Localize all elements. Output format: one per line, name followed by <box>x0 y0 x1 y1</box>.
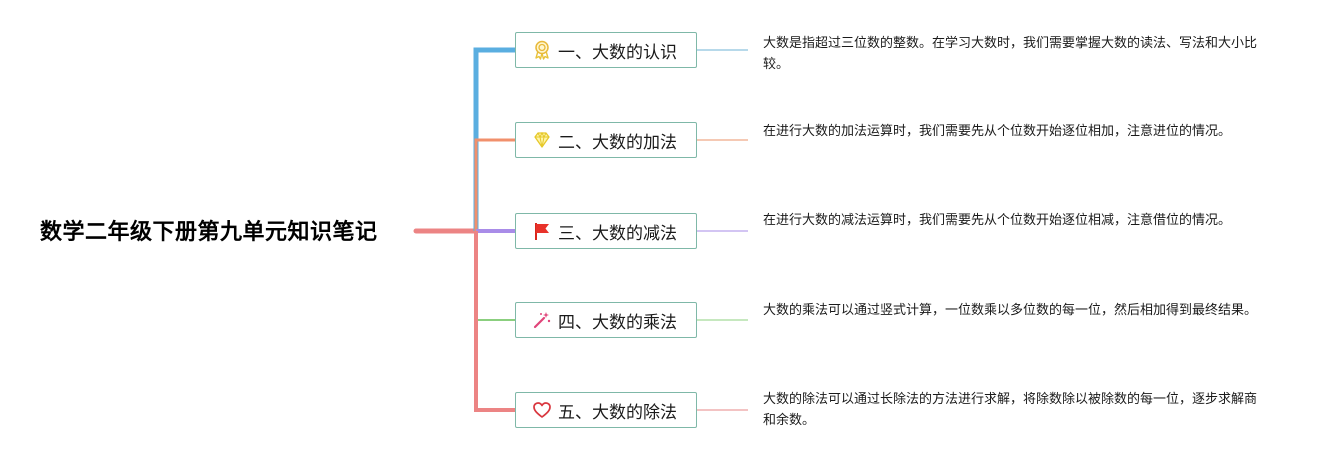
topic-node-2[interactable]: 二、大数的加法 <box>515 122 697 158</box>
topic-label-1: 一、大数的认识 <box>558 42 677 63</box>
topic-node-3[interactable]: 三、大数的减法 <box>515 213 697 249</box>
topic-note-1: 大数是指超过三位数的整数。在学习大数时，我们需要掌握大数的读法、写法和大小比较。 <box>763 36 1258 72</box>
heart-icon <box>532 400 552 420</box>
topic-node-1[interactable]: 一、大数的认识 <box>515 32 697 68</box>
magic-wand-icon <box>532 310 552 330</box>
root-topic-title[interactable]: 数学二年级下册第九单元知识笔记 <box>40 220 378 245</box>
topic-node-4[interactable]: 四、大数的乘法 <box>515 302 697 338</box>
topic-note-2: 在进行大数的加法运算时，我们需要先从个位数开始逐位相加，注意进位的情况。 <box>763 124 1232 139</box>
topic-label-3: 三、大数的减法 <box>558 223 677 244</box>
award-ribbon-icon <box>532 40 552 60</box>
branch-line-2 <box>474 138 515 231</box>
red-flag-icon <box>532 221 552 241</box>
topic-note-3: 在进行大数的减法运算时，我们需要先从个位数开始逐位相减，注意借位的情况。 <box>763 213 1232 228</box>
topic-note-5: 大数的除法可以通过长除法的方法进行求解，将除数除以被除数的每一位，逐步求解商和余… <box>763 392 1258 428</box>
topic-label-2: 二、大数的加法 <box>558 132 677 153</box>
branch-line-5 <box>474 231 515 412</box>
topic-note-4: 大数的乘法可以通过竖式计算，一位数乘以多位数的每一位，然后相加得到最终结果。 <box>763 303 1258 318</box>
topic-node-5[interactable]: 五、大数的除法 <box>515 392 697 428</box>
diamond-icon <box>532 130 552 150</box>
topic-label-4: 四、大数的乘法 <box>558 312 677 333</box>
branch-line-4 <box>475 231 515 321</box>
topic-label-5: 五、大数的除法 <box>558 402 677 423</box>
